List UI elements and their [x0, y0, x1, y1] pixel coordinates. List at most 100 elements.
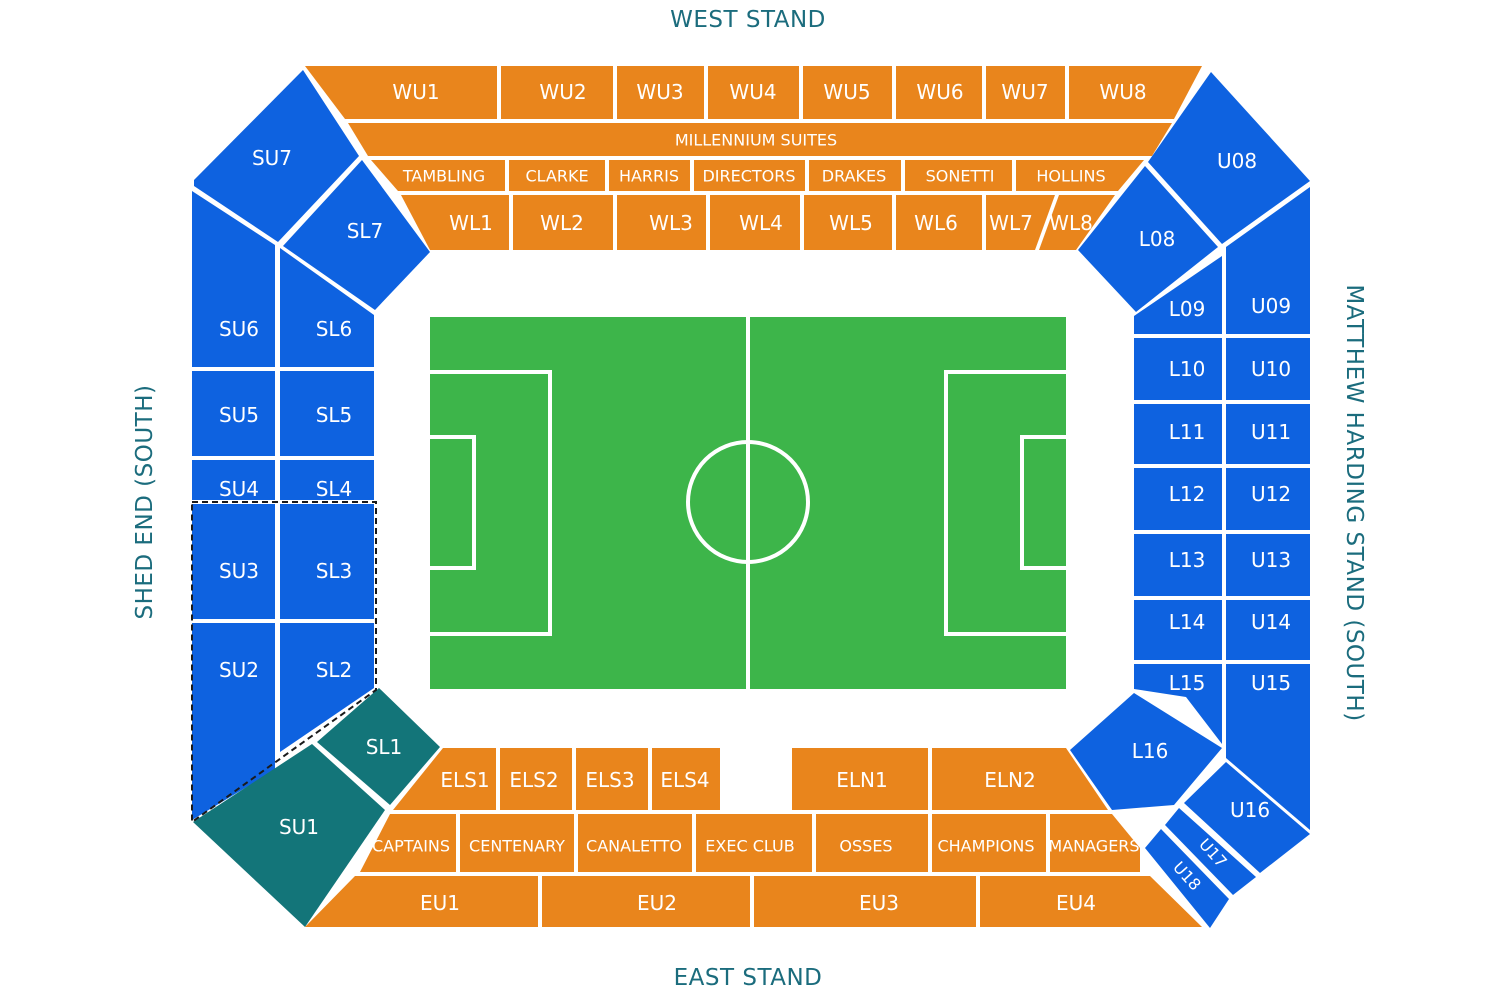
section-su4[interactable] [192, 460, 275, 500]
section-wu1[interactable] [305, 66, 497, 119]
box-drakes[interactable] [809, 160, 901, 191]
label-wu2: WU2 [539, 80, 586, 104]
label-su6: SU6 [219, 317, 259, 341]
section-sl3[interactable] [280, 504, 374, 619]
section-u14[interactable] [1226, 600, 1310, 660]
pitch [430, 317, 1066, 689]
section-l16[interactable] [1070, 693, 1222, 810]
section-u13[interactable] [1226, 534, 1310, 596]
label-directors: DIRECTORS [702, 167, 795, 186]
section-millennium-suites[interactable] [348, 123, 1172, 156]
section-eu3[interactable] [754, 876, 976, 927]
section-sl5[interactable] [280, 371, 374, 456]
label-sl6: SL6 [316, 317, 353, 341]
section-eln2[interactable] [932, 748, 1108, 810]
section-eln1[interactable] [792, 748, 928, 810]
section-eu2[interactable] [542, 876, 750, 927]
section-l12[interactable] [1134, 468, 1222, 530]
section-su3[interactable] [192, 504, 275, 619]
section-l13[interactable] [1134, 534, 1222, 596]
label-sl5: SL5 [316, 403, 353, 427]
section-wl6[interactable] [896, 195, 982, 250]
label-u16: U16 [1230, 798, 1270, 822]
west-stand [305, 66, 1202, 250]
section-wu2[interactable] [501, 66, 613, 119]
section-u09[interactable] [1226, 187, 1310, 334]
section-wu6[interactable] [896, 66, 982, 119]
section-u18[interactable] [1145, 829, 1229, 928]
section-su7[interactable] [194, 70, 359, 242]
box-managers[interactable] [1050, 814, 1140, 872]
section-wu4[interactable] [708, 66, 799, 119]
section-sl2[interactable] [280, 623, 374, 752]
box-tambling[interactable] [371, 160, 505, 191]
section-wl8[interactable] [1039, 195, 1115, 250]
section-u10[interactable] [1226, 338, 1310, 400]
section-wl7[interactable] [986, 195, 1055, 250]
section-els2[interactable] [500, 748, 572, 810]
dashed-selection-outline [191, 501, 377, 824]
section-su6[interactable] [192, 191, 275, 367]
west-stand-title: WEST STAND [670, 7, 826, 33]
section-wl2[interactable] [513, 195, 613, 250]
label-sl2: SL2 [316, 658, 353, 682]
box-captains[interactable] [360, 814, 456, 872]
section-wl5[interactable] [804, 195, 892, 250]
box-champions[interactable] [932, 814, 1046, 872]
label-u08: U08 [1217, 149, 1257, 173]
label-wu8: WU8 [1099, 80, 1146, 104]
section-sl7[interactable] [283, 160, 430, 310]
box-sonetti[interactable] [905, 160, 1012, 191]
section-su5[interactable] [192, 371, 275, 456]
label-wl2: WL2 [540, 211, 584, 235]
box-harris[interactable] [609, 160, 690, 191]
section-l09[interactable] [1134, 256, 1222, 334]
section-els4[interactable] [652, 748, 720, 810]
box-canaletto[interactable] [578, 814, 692, 872]
box-exec-club[interactable] [696, 814, 812, 872]
section-sl1[interactable] [317, 688, 440, 805]
section-sl6[interactable] [280, 248, 374, 367]
section-l15[interactable] [1134, 664, 1222, 744]
matthew-harding-title: MATTHEW HARDING STAND (SOUTH) [1341, 284, 1367, 721]
section-u12[interactable] [1226, 468, 1310, 530]
label-canaletto: CANALETTO [586, 837, 682, 856]
label-l16: L16 [1132, 739, 1169, 763]
section-els1[interactable] [393, 748, 496, 810]
section-su2[interactable] [192, 623, 275, 820]
section-su1[interactable] [193, 744, 385, 927]
section-eu1[interactable] [305, 876, 538, 927]
section-u16[interactable] [1184, 762, 1310, 873]
section-wl3[interactable] [617, 195, 706, 250]
section-wl4[interactable] [710, 195, 800, 250]
section-l10[interactable] [1134, 338, 1222, 400]
section-u11[interactable] [1226, 404, 1310, 464]
box-clarke[interactable] [509, 160, 605, 191]
box-osses[interactable] [816, 814, 928, 872]
section-u15[interactable] [1226, 664, 1310, 830]
label-eu2: EU2 [637, 891, 677, 915]
label-su1: SU1 [279, 815, 319, 839]
section-wl1[interactable] [401, 195, 509, 250]
label-sl1: SL1 [366, 735, 403, 759]
label-wu6: WU6 [916, 80, 963, 104]
section-l14[interactable] [1134, 600, 1222, 660]
section-l08[interactable] [1078, 166, 1218, 312]
box-directors[interactable] [694, 160, 805, 191]
section-eu4[interactable] [980, 876, 1202, 927]
section-u17[interactable] [1165, 808, 1256, 895]
label-su2: SU2 [219, 658, 259, 682]
box-centenary[interactable] [460, 814, 574, 872]
section-wu3[interactable] [617, 66, 704, 119]
section-l11[interactable] [1134, 404, 1222, 464]
section-wu7[interactable] [986, 66, 1065, 119]
section-u08[interactable] [1148, 72, 1310, 244]
section-wu8[interactable] [1069, 66, 1202, 119]
section-wu5[interactable] [803, 66, 892, 119]
section-sl4[interactable] [280, 460, 374, 500]
box-hollins[interactable] [1016, 160, 1144, 191]
label-eu1: EU1 [420, 891, 460, 915]
label-l12: L12 [1169, 482, 1206, 506]
section-els3[interactable] [576, 748, 648, 810]
